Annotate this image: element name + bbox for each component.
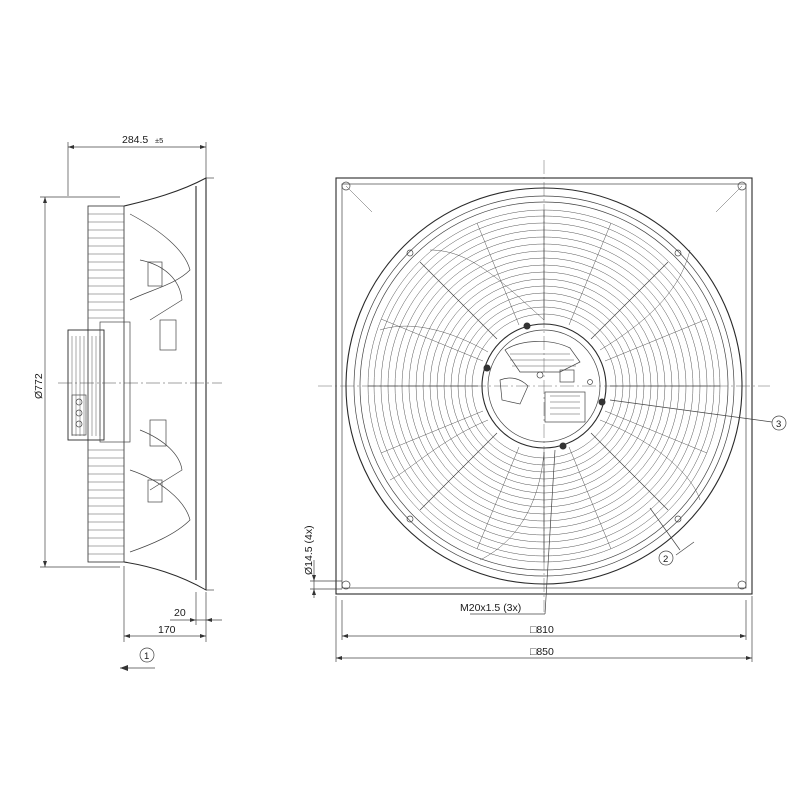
hole-diameter-label: Ø14.5 (4x) (303, 525, 315, 575)
corner-hole (737, 580, 747, 590)
guard-grille (367, 209, 721, 563)
front-view: Ø14.5 (4x) M20x1.5 (3x) □810 □850 2 3 (303, 160, 787, 662)
impeller-blades (379, 249, 701, 561)
callout-1-circle (139, 647, 155, 663)
diameter-dimension-label: Ø772 (33, 373, 45, 399)
callout-3-circle (771, 415, 787, 431)
corner-hole (341, 181, 351, 191)
airflow-arrow-icon (120, 665, 128, 671)
inlet-nozzle-ring (345, 187, 743, 585)
side-view: 284.5 ±5 Ø772 (33, 134, 222, 671)
callout-1-label: 1 (144, 651, 149, 662)
outer-square-label: □850 (530, 646, 554, 658)
callout-3-label: 3 (776, 419, 781, 430)
depth-dimension-label: 284.5 (122, 134, 148, 146)
depth-tolerance-label: ±5 (155, 136, 163, 145)
corner-hole (737, 181, 747, 191)
motor-electronics (499, 341, 593, 423)
motor-hub (481, 323, 607, 449)
flange-offset-label: 20 (174, 607, 186, 619)
callout-2-label: 2 (663, 554, 668, 565)
thread-label: M20x1.5 (3x) (460, 602, 521, 614)
corner-hole (341, 580, 351, 590)
motor-offset-label: 170 (158, 624, 176, 636)
callout-2-circle (658, 550, 674, 566)
inner-square-label: □810 (530, 624, 554, 636)
motor-cooling-fins (88, 213, 124, 555)
